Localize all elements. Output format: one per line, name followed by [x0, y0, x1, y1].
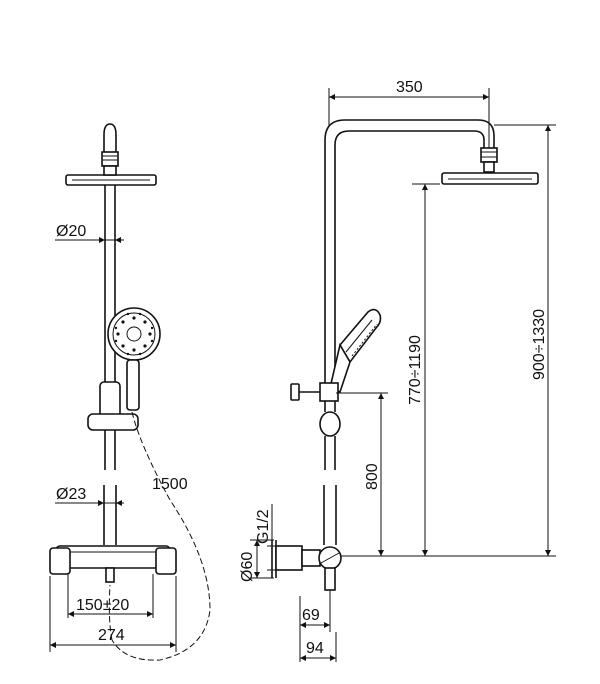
side-slider-holder: [290, 382, 341, 437]
front-slider-clamp: [87, 413, 139, 431]
escutcheon-diameter-label: Ø60: [239, 552, 256, 582]
head-height-label: 770÷1190: [407, 335, 424, 405]
head-width-label: 350: [396, 79, 423, 96]
front-view: Ø20 Ø23: [49, 123, 211, 661]
front-thermostatic-mixer: [49, 545, 177, 575]
overall-height-label: 900÷1330: [531, 309, 548, 380]
mixer-width-label: 274: [98, 627, 125, 644]
wall-offset-a-label: 69: [302, 607, 320, 624]
thread-label: G1/2: [255, 509, 272, 544]
side-riser-arm-outer: [324, 119, 495, 390]
connection-spacing-label: 150±20: [76, 597, 129, 614]
front-slider-holder: [99, 381, 121, 419]
wall-offset-b-label: 94: [306, 640, 324, 657]
front-bottom-outlet: [105, 567, 115, 583]
front-hose: [111, 411, 211, 661]
side-hand-shower: [329, 308, 382, 394]
lower-pipe-diameter-label: Ø23: [56, 486, 86, 503]
side-riser-arm-inner: [334, 130, 485, 390]
side-view: 350 900÷1330 770÷1190: [239, 79, 556, 662]
side-thermostatic-mixer: [271, 540, 342, 591]
front-top-arm: [103, 123, 117, 160]
pipe-diameter-label: Ø20: [56, 223, 86, 240]
outlet-height-label: 800: [364, 463, 381, 490]
front-hand-shower: [107, 307, 161, 411]
front-head-connector: [101, 151, 119, 167]
hose-length-label: 1500: [152, 476, 188, 493]
